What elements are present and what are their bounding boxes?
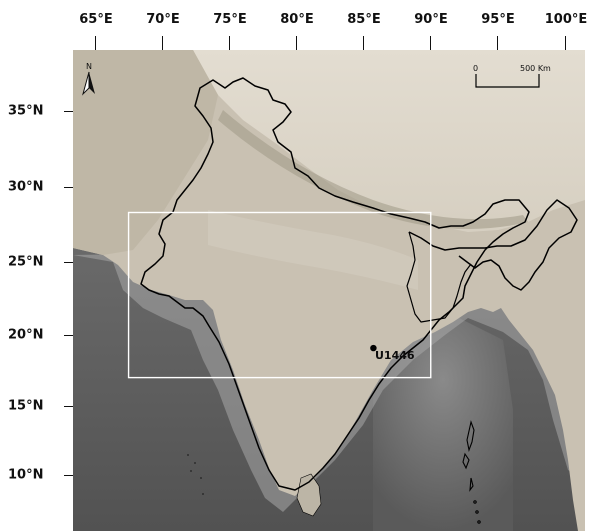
andaman-islands bbox=[462, 420, 481, 524]
lat-label-10n: 10°N bbox=[8, 467, 44, 483]
lon-label-90e: 90°E bbox=[414, 12, 448, 27]
study-area-box bbox=[127, 211, 432, 379]
lat-label-15n: 15°N bbox=[8, 398, 44, 414]
lat-tick bbox=[64, 262, 73, 264]
site-label-u1446: U1446 bbox=[375, 349, 415, 362]
lat-tick bbox=[64, 406, 73, 408]
north-arrow-label: N bbox=[86, 62, 92, 71]
site-marker-u1446[interactable] bbox=[370, 344, 377, 352]
lat-tick bbox=[64, 187, 73, 189]
scale-start-label: 0 bbox=[473, 64, 479, 73]
lat-tick bbox=[64, 111, 73, 113]
lon-tick bbox=[363, 36, 365, 50]
lon-label-65e: 65°E bbox=[79, 12, 113, 27]
lon-tick bbox=[162, 36, 164, 50]
gangetic-plain bbox=[208, 210, 418, 290]
lat-label-25n: 25°N bbox=[8, 254, 44, 270]
lon-label-80e: 80°E bbox=[280, 12, 314, 27]
lon-tick bbox=[430, 36, 432, 50]
bangladesh-boundary bbox=[406, 231, 472, 323]
scale-end-label: 500 Km bbox=[520, 64, 551, 73]
lon-tick bbox=[565, 36, 567, 50]
himalaya-ridge bbox=[218, 110, 528, 230]
lon-tick bbox=[95, 36, 97, 50]
lon-tick bbox=[296, 36, 298, 50]
bay-of-bengal bbox=[373, 315, 513, 531]
lat-tick bbox=[64, 335, 73, 337]
lon-label-85e: 85°E bbox=[347, 12, 381, 27]
lon-label-75e: 75°E bbox=[213, 12, 247, 27]
lakshadweep-islands bbox=[187, 454, 204, 495]
western-highlands bbox=[73, 50, 218, 255]
lon-label-95e: 95°E bbox=[481, 12, 515, 27]
relief-map[interactable] bbox=[73, 50, 585, 531]
scale-bar bbox=[475, 74, 540, 88]
north-arrow bbox=[82, 71, 95, 96]
india-boundary bbox=[140, 77, 530, 491]
lat-label-30n: 30°N bbox=[8, 179, 44, 195]
lat-tick bbox=[64, 475, 73, 477]
lon-tick bbox=[229, 36, 231, 50]
lon-tick bbox=[497, 36, 499, 50]
tibetan-plateau bbox=[193, 50, 585, 232]
lat-label-20n: 20°N bbox=[8, 327, 44, 343]
lon-label-70e: 70°E bbox=[146, 12, 180, 27]
lat-label-35n: 35°N bbox=[8, 103, 44, 119]
lon-label-100e: 100°E bbox=[544, 12, 588, 27]
northeast-india-boundary bbox=[408, 199, 578, 291]
map-panel[interactable] bbox=[73, 50, 585, 531]
sri-lanka bbox=[296, 473, 322, 517]
